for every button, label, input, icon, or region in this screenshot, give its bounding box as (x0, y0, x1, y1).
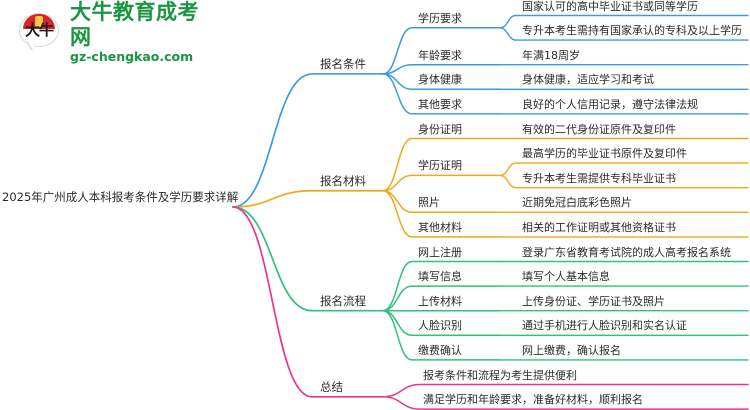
logo-mark-icon: 大牛 (18, 11, 62, 53)
mindmap-subbranch-2-4[interactable]: 其他材料 (418, 220, 462, 234)
mindmap-leaf-2-2-2[interactable]: 专升本考生需提供专科毕业证书 (522, 171, 676, 185)
logo-site-url: gz-chengkao.com (70, 48, 194, 64)
connector-line (382, 174, 501, 192)
mindmap-subbranch-2-3[interactable]: 照片 (418, 196, 440, 210)
mindmap-leaf-2-2-1[interactable]: 最高学历的毕业证书原件及复印件 (522, 147, 687, 161)
mindmap-branch-4[interactable]: 总结 (320, 379, 343, 394)
mindmap-leaf-1-2-1[interactable]: 年满18周岁 (522, 48, 580, 62)
connector-line (232, 189, 384, 208)
mindmap-leaf-3-2-1[interactable]: 填写个人基本信息 (522, 270, 610, 284)
mindmap-branch-1[interactable]: 报名条件 (320, 56, 366, 71)
mindmap-subbranch-3-1[interactable]: 网上注册 (418, 245, 462, 259)
mindmap-root-title[interactable]: 2025年广州成人本科报考条件及学历要求详解 (2, 190, 239, 204)
mindmap-leaf-2-4-1[interactable]: 相关的工作证明或其他资格证书 (522, 220, 676, 234)
mindmap-subbranch-3-4[interactable]: 人脸识别 (418, 319, 462, 333)
mindmap-leaf-1-3-1[interactable]: 身体健康，适应学习和考试 (522, 73, 654, 87)
mindmap-leaf-3-4-1[interactable]: 通过手机进行人脸识别和实名认证 (522, 319, 687, 333)
mindmap-subbranch-1-4[interactable]: 其他要求 (418, 97, 462, 111)
mindmap-subbranch-3-5[interactable]: 缴费确认 (418, 343, 462, 357)
mindmap-subbranch-1-2[interactable]: 年龄要求 (418, 48, 462, 62)
mindmap-leaf-3-3-1[interactable]: 上传身份证、学历证书及照片 (522, 294, 665, 308)
mindmap-branch-3[interactable]: 报名流程 (320, 293, 366, 308)
mindmap-branch-2[interactable]: 报名材料 (320, 173, 366, 188)
mindmap-subbranch-1-1[interactable]: 学历要求 (418, 11, 462, 25)
mindmap-subbranch-3-3[interactable]: 上传材料 (418, 294, 462, 308)
mindmap-leaf-3-5-1[interactable]: 网上缴费，确认报名 (522, 343, 621, 357)
mindmap-leaf-4-1[interactable]: 报考条件和流程为考生提供便利 (423, 368, 577, 382)
mindmap-leaf-4-2[interactable]: 满足学历和年龄要求，准备好材料，顺利报名 (423, 393, 643, 407)
logo-red-arc (23, 14, 55, 29)
connector-line (382, 190, 501, 214)
mindmap-subbranch-2-1[interactable]: 身份证明 (418, 122, 462, 136)
mindmap-subbranch-1-3[interactable]: 身体健康 (418, 73, 462, 87)
logo-mark-text: 大牛 (24, 21, 54, 39)
mindmap-leaf-1-1-1[interactable]: 国家认可的高中毕业证书或同等学历 (522, 0, 698, 13)
mindmap-leaf-2-1-1[interactable]: 有效的二代身份证原件及复印件 (522, 122, 676, 136)
logo-bubble-tail (27, 41, 36, 50)
mindmap-subbranch-2-2[interactable]: 学历证明 (418, 159, 462, 173)
mindmap-leaf-1-4-1[interactable]: 良好的个人信用记录，遵守法律法规 (522, 97, 698, 111)
logo-site-name: 大牛教育成考网 (70, 0, 199, 49)
logo-wordmark: 大牛教育成考网 gz-chengkao.com (70, 0, 218, 63)
mindmap-leaf-2-3-1[interactable]: 近期免冠白底彩色照片 (522, 196, 632, 210)
mindmap-leaf-1-1-2[interactable]: 专升本考生需持有国家承认的专科及以上学历 (522, 24, 742, 38)
site-logo: 大牛 大牛教育成考网 gz-chengkao.com (18, 0, 218, 64)
mindmap-leaf-3-1-1[interactable]: 登录广东省教育考试院的成人高考报名系统 (522, 245, 731, 259)
mindmap-subbranch-3-2[interactable]: 填写信息 (418, 270, 462, 284)
